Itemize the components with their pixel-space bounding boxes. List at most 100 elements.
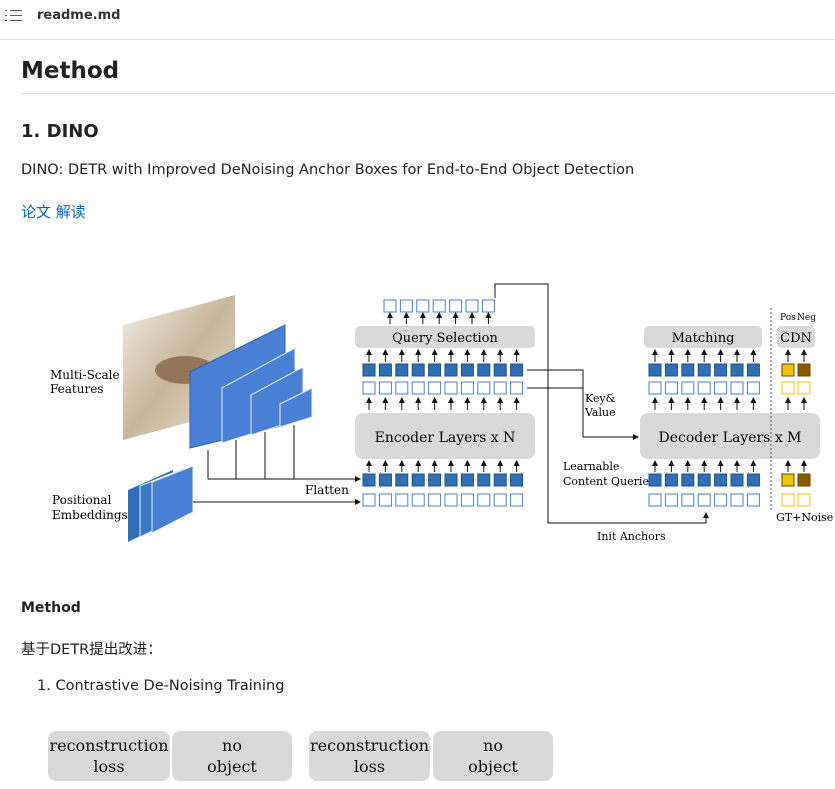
cdn-label: CDN <box>780 331 812 346</box>
filled-token <box>648 473 662 487</box>
selected-query-tokens <box>383 299 495 324</box>
positional-label-1: Positional <box>52 493 112 507</box>
empty-token <box>730 381 744 395</box>
empty-token <box>411 493 425 507</box>
empty-token <box>428 493 442 507</box>
cdn-token <box>781 473 795 487</box>
empty-token <box>411 381 425 395</box>
filled-token <box>648 363 662 377</box>
empty-token <box>428 381 442 395</box>
empty-token <box>746 381 760 395</box>
cdn-empty-token <box>797 381 811 395</box>
matching-label: Matching <box>672 331 735 346</box>
filled-token <box>493 473 507 487</box>
loss-box-line: no <box>222 736 242 755</box>
empty-token <box>378 493 392 507</box>
selected-token <box>383 299 397 313</box>
selected-token <box>416 299 430 313</box>
filled-token <box>444 473 458 487</box>
filled-token <box>378 363 392 377</box>
empty-token <box>730 493 744 507</box>
loss-box-line: object <box>468 757 518 776</box>
encoder-layers-label: Encoder Layers x N <box>375 430 516 446</box>
filled-token <box>362 363 376 377</box>
empty-token <box>477 381 491 395</box>
filled-token <box>395 473 409 487</box>
heading-dino: 1. DINO <box>21 121 99 142</box>
empty-token <box>378 381 392 395</box>
heading-method: Method <box>21 58 120 84</box>
filled-token <box>746 473 760 487</box>
paper-title-text: DINO: DETR with Improved DeNoising Ancho… <box>21 162 635 178</box>
filled-token <box>510 473 524 487</box>
list-item-cdn-training: 1. Contrastive De-Noising Training <box>37 678 285 694</box>
multi-scale-label-2: Features <box>50 382 103 396</box>
loss-box-line: reconstruction <box>49 736 169 755</box>
empty-token <box>362 381 376 395</box>
flatten-connectors <box>193 425 361 505</box>
cdn-empty-token <box>781 381 795 395</box>
decoder-layers-label: Decoder Layers x M <box>658 430 801 446</box>
filled-token <box>664 363 678 377</box>
method-intro-text: 基于DETR提出改进： <box>21 642 162 658</box>
filled-token <box>460 363 474 377</box>
empty-token <box>444 381 458 395</box>
loss-box-line: reconstruction <box>309 736 430 755</box>
loss-box-line: object <box>207 757 257 776</box>
filled-token <box>714 473 728 487</box>
empty-token <box>444 493 458 507</box>
selected-token <box>432 299 446 313</box>
loss-box-no-object-1: no object <box>172 731 292 781</box>
subheading-method: Method <box>21 600 81 616</box>
filled-token <box>746 363 760 377</box>
encoder-decoder-connectors <box>494 283 709 524</box>
decoder-layers-block <box>640 413 820 459</box>
empty-token <box>510 381 524 395</box>
filled-token <box>697 473 711 487</box>
empty-token <box>648 493 662 507</box>
filled-token <box>411 473 425 487</box>
cdn-empty-token <box>797 493 811 507</box>
empty-token <box>493 381 507 395</box>
key-value-label-1: Key& <box>585 392 616 405</box>
empty-token <box>714 493 728 507</box>
filled-token <box>730 473 744 487</box>
filled-token <box>664 473 678 487</box>
empty-token <box>648 381 662 395</box>
empty-token <box>664 493 678 507</box>
selected-token <box>481 299 495 313</box>
paper-explanation-link[interactable]: 论文 解读 <box>21 203 86 221</box>
empty-token <box>697 493 711 507</box>
cdn-empty-token <box>781 493 795 507</box>
gt-noise-label: GT+Noise <box>776 511 833 524</box>
cdn-token <box>797 363 811 377</box>
filled-token <box>378 473 392 487</box>
filled-token <box>428 473 442 487</box>
filled-token <box>411 363 425 377</box>
filled-token <box>460 473 474 487</box>
encoder-input-tokens <box>362 460 524 507</box>
filled-token <box>714 363 728 377</box>
learnable-label-1: Learnable <box>563 460 619 473</box>
filled-token <box>477 473 491 487</box>
heading-divider <box>21 93 835 94</box>
empty-token <box>395 493 409 507</box>
filled-token <box>444 363 458 377</box>
empty-token <box>395 381 409 395</box>
empty-token <box>510 493 524 507</box>
cdn-block <box>777 326 815 348</box>
selected-token <box>465 299 479 313</box>
init-anchors-label: Init Anchors <box>597 530 666 543</box>
pos-label: Pos <box>780 313 796 323</box>
multi-scale-feature-maps <box>123 295 313 449</box>
filled-token <box>681 363 695 377</box>
encoder-output-tokens <box>362 349 524 410</box>
filled-token <box>428 363 442 377</box>
learnable-label-2: Content Queries <box>563 475 655 488</box>
file-tab-bar: readme.md <box>0 0 835 40</box>
query-selection-label: Query Selection <box>392 331 498 346</box>
outline-menu-icon[interactable] <box>5 9 23 23</box>
